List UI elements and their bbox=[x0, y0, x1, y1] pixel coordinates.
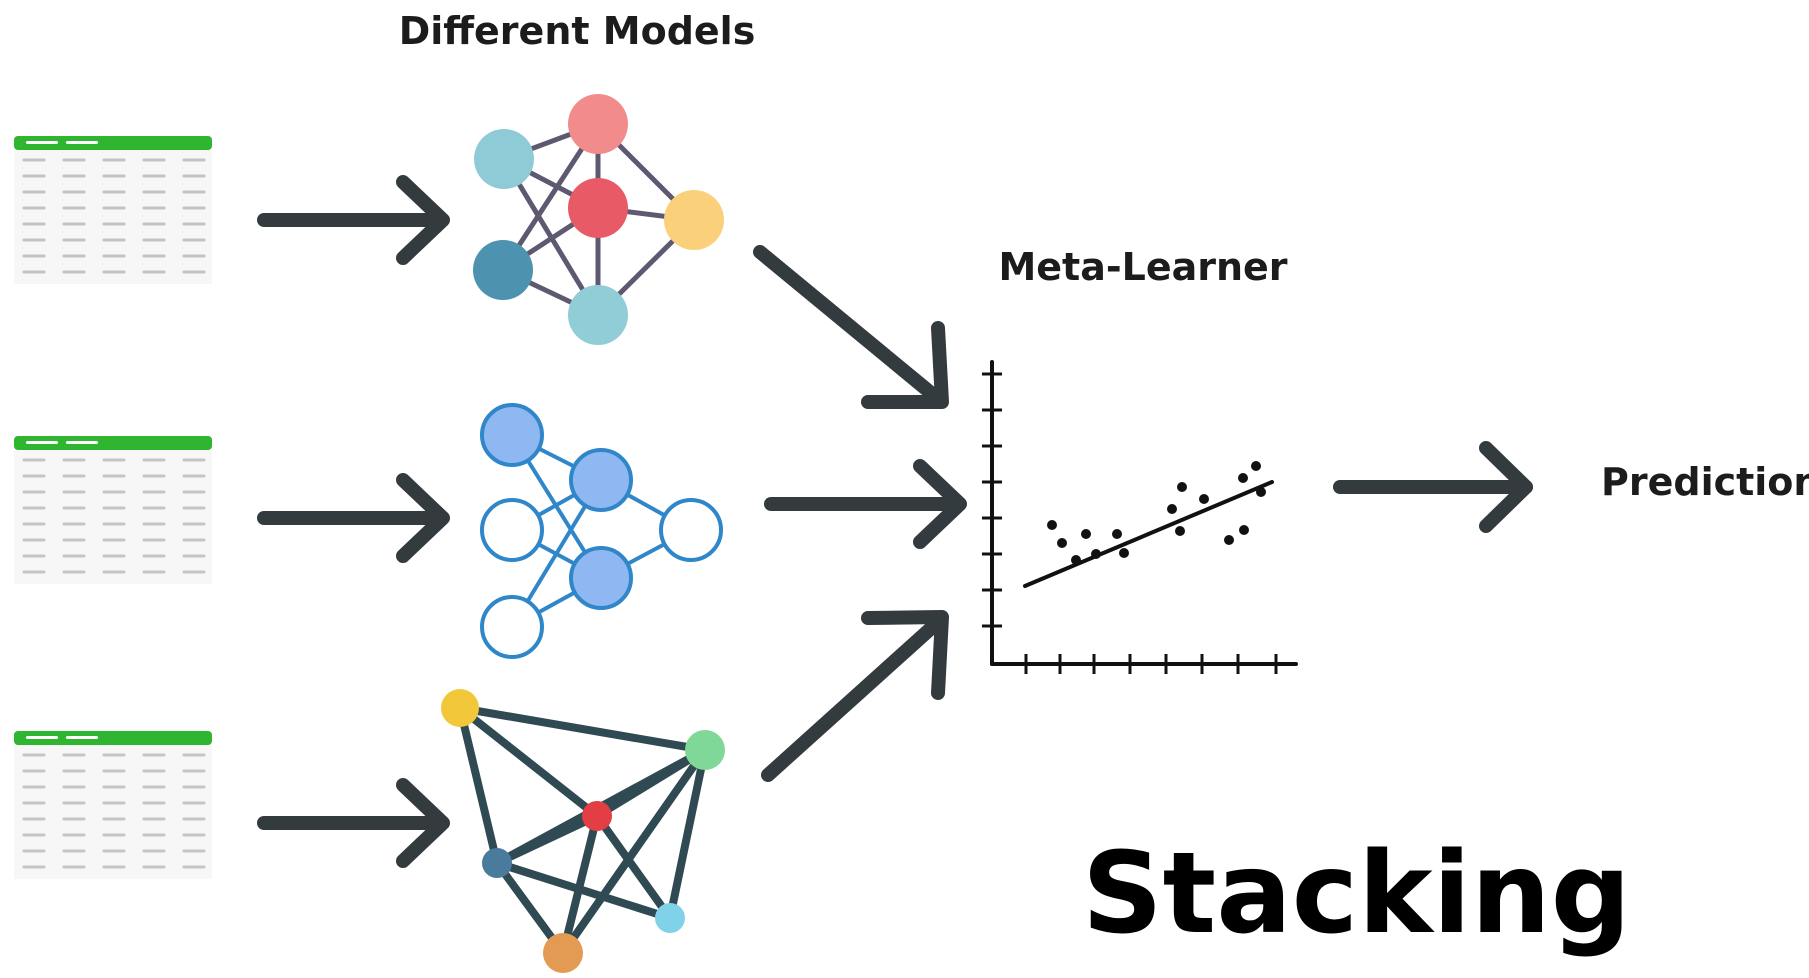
models-heading: Different Models bbox=[399, 9, 756, 53]
scatter-regression-icon bbox=[982, 360, 1298, 674]
spreadsheet-icon bbox=[12, 434, 214, 586]
spreadsheet-icon bbox=[12, 729, 214, 881]
prediction-label: Prediction bbox=[1601, 460, 1809, 504]
arrow-right-icon bbox=[1333, 441, 1533, 533]
arrow-up-right-icon bbox=[761, 610, 949, 782]
graph-network-icon bbox=[473, 94, 724, 345]
meta-learner-label: Meta-Learner bbox=[998, 245, 1287, 289]
arrow-right-icon bbox=[257, 778, 450, 868]
page-title: Stacking bbox=[1082, 829, 1631, 959]
arrow-down-right-icon bbox=[753, 245, 949, 409]
neural-network-icon bbox=[480, 403, 723, 659]
arrow-right-icon bbox=[257, 473, 450, 563]
arrow-right-icon bbox=[257, 175, 450, 265]
spreadsheet-icon bbox=[12, 134, 214, 286]
arrow-right-icon bbox=[764, 459, 967, 549]
mesh-network-icon bbox=[441, 689, 725, 973]
